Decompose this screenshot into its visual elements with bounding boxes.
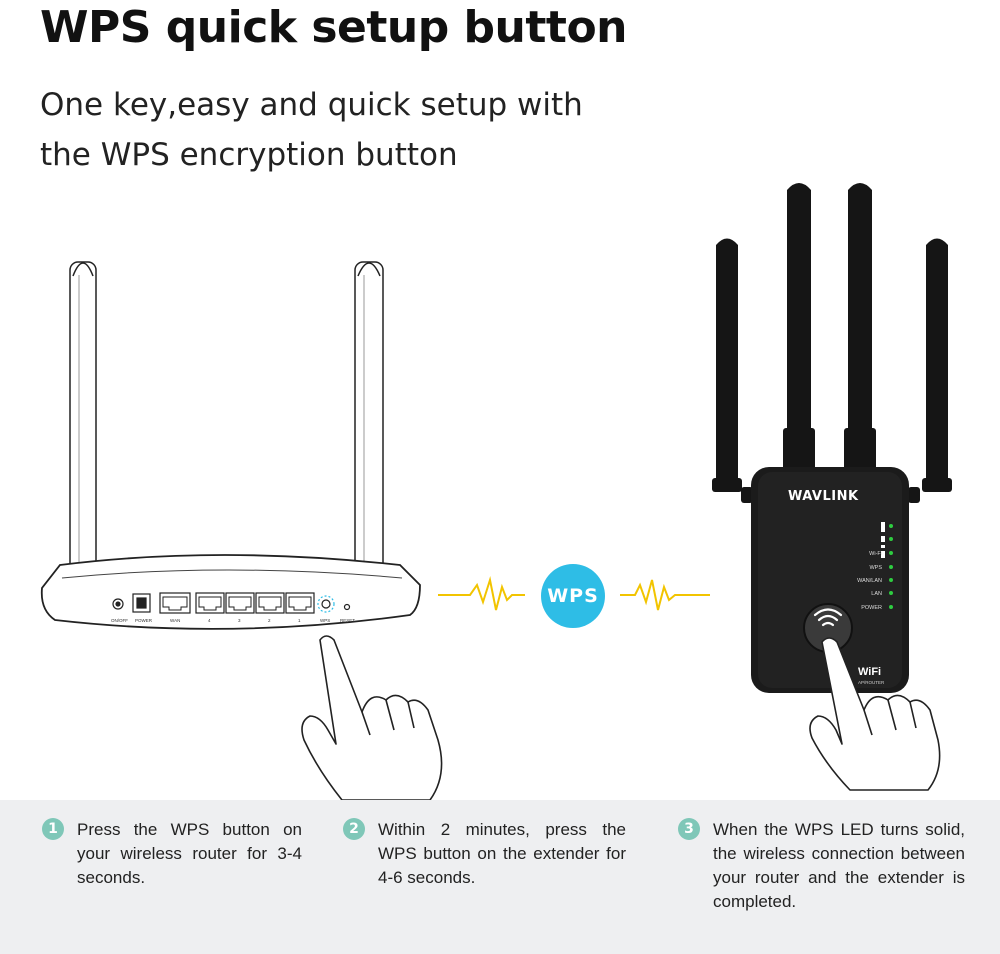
step-number-1: 1 <box>42 818 64 840</box>
router-ports <box>112 592 351 614</box>
led-label-power: POWER <box>861 605 882 611</box>
setup-illustration: ON/OFF POWER WAN 4 3 2 1 WPS RESET <box>40 183 952 800</box>
wifi-logo: WiFi <box>858 666 881 678</box>
hand-right-icon <box>809 637 941 791</box>
step-number-3: 3 <box>678 818 700 840</box>
steps-bar: 1 Press the WPS button on your wireless … <box>0 800 1000 954</box>
led-wanlan <box>889 578 893 582</box>
port-label-2: 2 <box>268 618 271 623</box>
port-label-3: 3 <box>238 618 241 623</box>
led-label-wps: WPS <box>869 565 882 571</box>
port-label-onoff: ON/OFF <box>111 618 128 623</box>
extender-antennas <box>712 183 952 503</box>
hand-left-icon <box>301 635 443 800</box>
led-label-wifi: Wi-Fi <box>869 551 882 557</box>
extender-led-panel: Wi-Fi WPS WAN/LAN LAN POWER <box>857 551 893 611</box>
port-label-reset: RESET <box>340 618 355 623</box>
led-wifi <box>889 551 893 555</box>
extender-illustration: WAVLINK Wi-Fi WPS WAN/LAN LAN POWER <box>712 183 952 693</box>
wifi-logo-sub: AP/ROUTER <box>858 680 885 685</box>
port-label-1: 1 <box>298 618 301 623</box>
step-text-1: Press the WPS button on your wireless ro… <box>77 820 302 887</box>
wifi-icon <box>813 608 843 627</box>
step-text-3: When the WPS LED turns solid, the wirele… <box>713 820 965 911</box>
step-text-2: Within 2 minutes, press the WPS button o… <box>378 820 626 887</box>
wifi-strength-bars <box>881 522 893 558</box>
led-label-wanlan: WAN/LAN <box>857 578 882 584</box>
step-number-2: 2 <box>343 818 365 840</box>
router-illustration: ON/OFF POWER WAN 4 3 2 1 WPS RESET <box>40 261 421 630</box>
port-label-wps: WPS <box>320 618 330 623</box>
page-subtitle: One key,easy and quick setup with the WP… <box>40 80 680 180</box>
port-label-wan: WAN <box>170 618 180 623</box>
port-label-4: 4 <box>208 618 211 623</box>
extender-wps-button[interactable] <box>803 603 853 653</box>
wps-badge: WPS <box>541 564 605 628</box>
led-power <box>889 605 893 609</box>
signal-wave-right <box>620 579 710 611</box>
led-wps <box>889 565 893 569</box>
router-antenna-left <box>69 261 97 597</box>
led-label-lan: LAN <box>871 591 882 597</box>
signal-wave-left <box>438 576 525 611</box>
subtitle-line-1: One key,easy and quick setup with <box>40 87 583 123</box>
led-lan <box>889 591 893 595</box>
port-label-power: POWER <box>135 618 153 623</box>
subtitle-line-2: the WPS encryption button <box>40 137 458 173</box>
page-title: WPS quick setup button <box>40 2 628 53</box>
router-antenna-right <box>354 261 384 597</box>
extender-brand-logo: WAVLINK <box>788 489 859 504</box>
